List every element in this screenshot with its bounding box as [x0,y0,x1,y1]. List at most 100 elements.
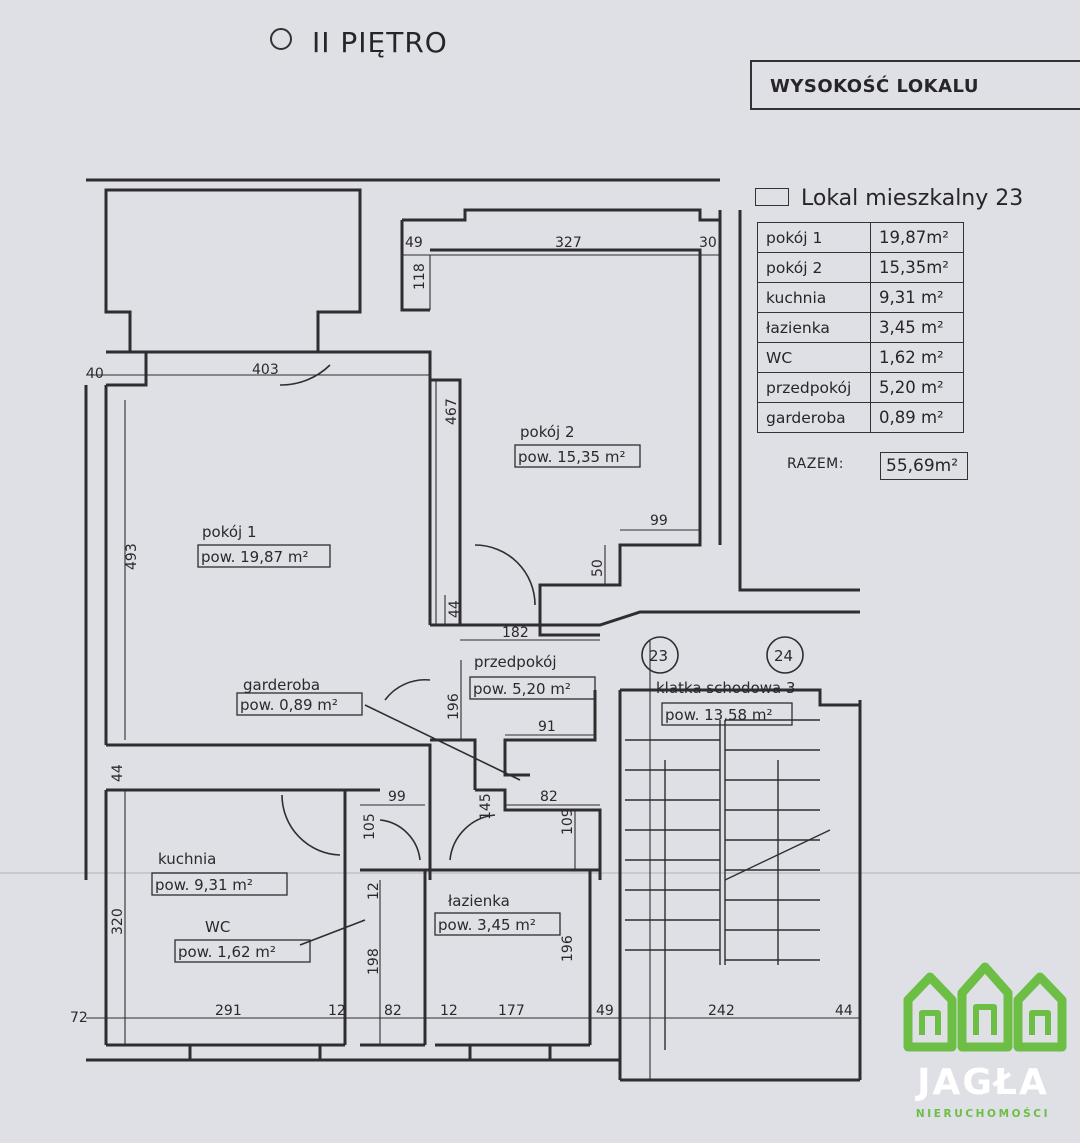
floor-title-text: II PIĘTRO [312,26,448,59]
room-pokoj2-area: pow. 15,35 m² [518,448,625,466]
room-name-cell: łazienka [757,312,871,343]
circle-marker-icon [270,28,292,50]
legend-title-text: Lokal mieszkalny 23 [801,186,1024,211]
door-wc [379,819,421,861]
garderoba-leader [364,704,521,781]
dim-label: 177 [498,1003,525,1019]
dim-label: 403 [252,362,279,378]
dim-label: 99 [388,789,406,805]
legend-title: Lokal mieszkalny 23 [755,186,1023,211]
dim-label: 44 [835,1003,853,1019]
room-area-cell: 3,45 m² [870,312,964,343]
dim-label: 242 [708,1003,735,1019]
wall-room2-inner [430,248,702,625]
wall-room2-left2 [430,378,462,625]
brand-subtitle: NIERUCHOMOŚCI [915,1108,1051,1120]
room-klatka-area: pow. 13,58 m² [665,706,772,724]
dim-label: 109 [560,808,576,835]
room-kuchnia-name: kuchnia [158,850,216,868]
dim-label: 30 [699,235,717,251]
height-box-label: WYSOKOŚĆ LOKALU [770,76,979,97]
door-bath [449,814,496,861]
room-area-cell: 1,62 m² [870,342,964,373]
dim-label: 182 [502,625,529,641]
wall-room1-inner [106,352,148,387]
total-label: RAZEM: [787,456,844,472]
paper-fold-line [0,872,1080,874]
legend-swatch-icon [755,188,789,206]
window-bottom [188,1045,552,1060]
room-garderoba-name: garderoba [243,676,320,694]
unit-23-marker [641,636,679,674]
wall-hall2 [538,625,600,637]
room-pokoj2-name: pokój 2 [520,423,575,441]
door-room1 [279,364,331,386]
room-area-boxes [151,444,793,963]
unit-23-label: 23 [649,647,668,665]
wall-hall [430,610,860,627]
dim-label: 493 [124,543,140,570]
balcony [104,188,362,354]
dimension-lines [86,254,860,1080]
dim-label: 44 [110,764,126,782]
wall-right-upper2 [738,210,860,592]
room-przedpokoj-name: przedpokój [474,653,557,671]
room-area-cell: 5,20 m² [870,372,964,403]
unit-24-marker [766,636,804,674]
dim-label: 82 [384,1003,402,1019]
dimension-labels: 49 327 30 118 40 403 467 493 99 50 44 18… [70,235,853,1026]
dim-label: 467 [444,398,460,425]
room-name-cell: kuchnia [757,282,871,313]
dim-label: 291 [215,1003,242,1019]
dim-label: 196 [560,935,576,962]
dim-label: 105 [362,813,378,840]
room-lazienka-name: łazienka [448,892,510,910]
room-area-cell: 9,31 m² [870,282,964,313]
dim-label: 50 [590,559,606,577]
dim-label: 198 [366,948,382,975]
dim-label: 82 [540,789,558,805]
wall-bath-top [475,788,602,880]
walls [84,178,862,1082]
floor-title: II PIĘTRO [270,26,448,59]
stairs [625,719,831,1050]
dim-label: 49 [405,235,423,251]
dim-label: 44 [447,600,463,618]
room-klatka-name: klatka schodowa 3 [656,679,796,697]
wc-leader [299,919,366,946]
wall-room1-bottom [106,743,432,790]
dim-label: 327 [555,235,582,251]
dim-label: 118 [412,263,428,290]
dim-label: 40 [86,366,104,382]
wall-stair-top [620,688,860,707]
room-area-cell: 0,89 m² [870,402,964,433]
room-pokoj1-name: pokój 1 [202,523,257,541]
wall-hall3 [503,690,597,777]
brand-name: JAGŁA [917,1062,1049,1103]
room-wc-area: pow. 1,62 m² [178,943,276,961]
door-closet [384,678,431,701]
doors [279,364,536,946]
unit-24-label: 24 [774,647,793,665]
wall-room2-outer [402,208,720,222]
room-garderoba-area: pow. 0,89 m² [240,696,338,714]
room-kuchnia-area: pow. 9,31 m² [155,876,253,894]
dim-label: 196 [446,693,462,720]
dim-label: 12 [366,882,382,900]
dim-label: 12 [440,1003,458,1019]
dim-label: 145 [478,793,494,820]
unit-markers [641,636,804,674]
height-box: WYSOKOŚĆ LOKALU [750,60,1080,110]
dim-label: 72 [70,1010,88,1026]
room-area-cell: 19,87m² [870,222,964,253]
dim-label: 320 [110,908,126,935]
wall-room1 [106,350,432,625]
room-lazienka-area: pow. 3,45 m² [438,916,536,934]
dim-label: 99 [650,513,668,529]
